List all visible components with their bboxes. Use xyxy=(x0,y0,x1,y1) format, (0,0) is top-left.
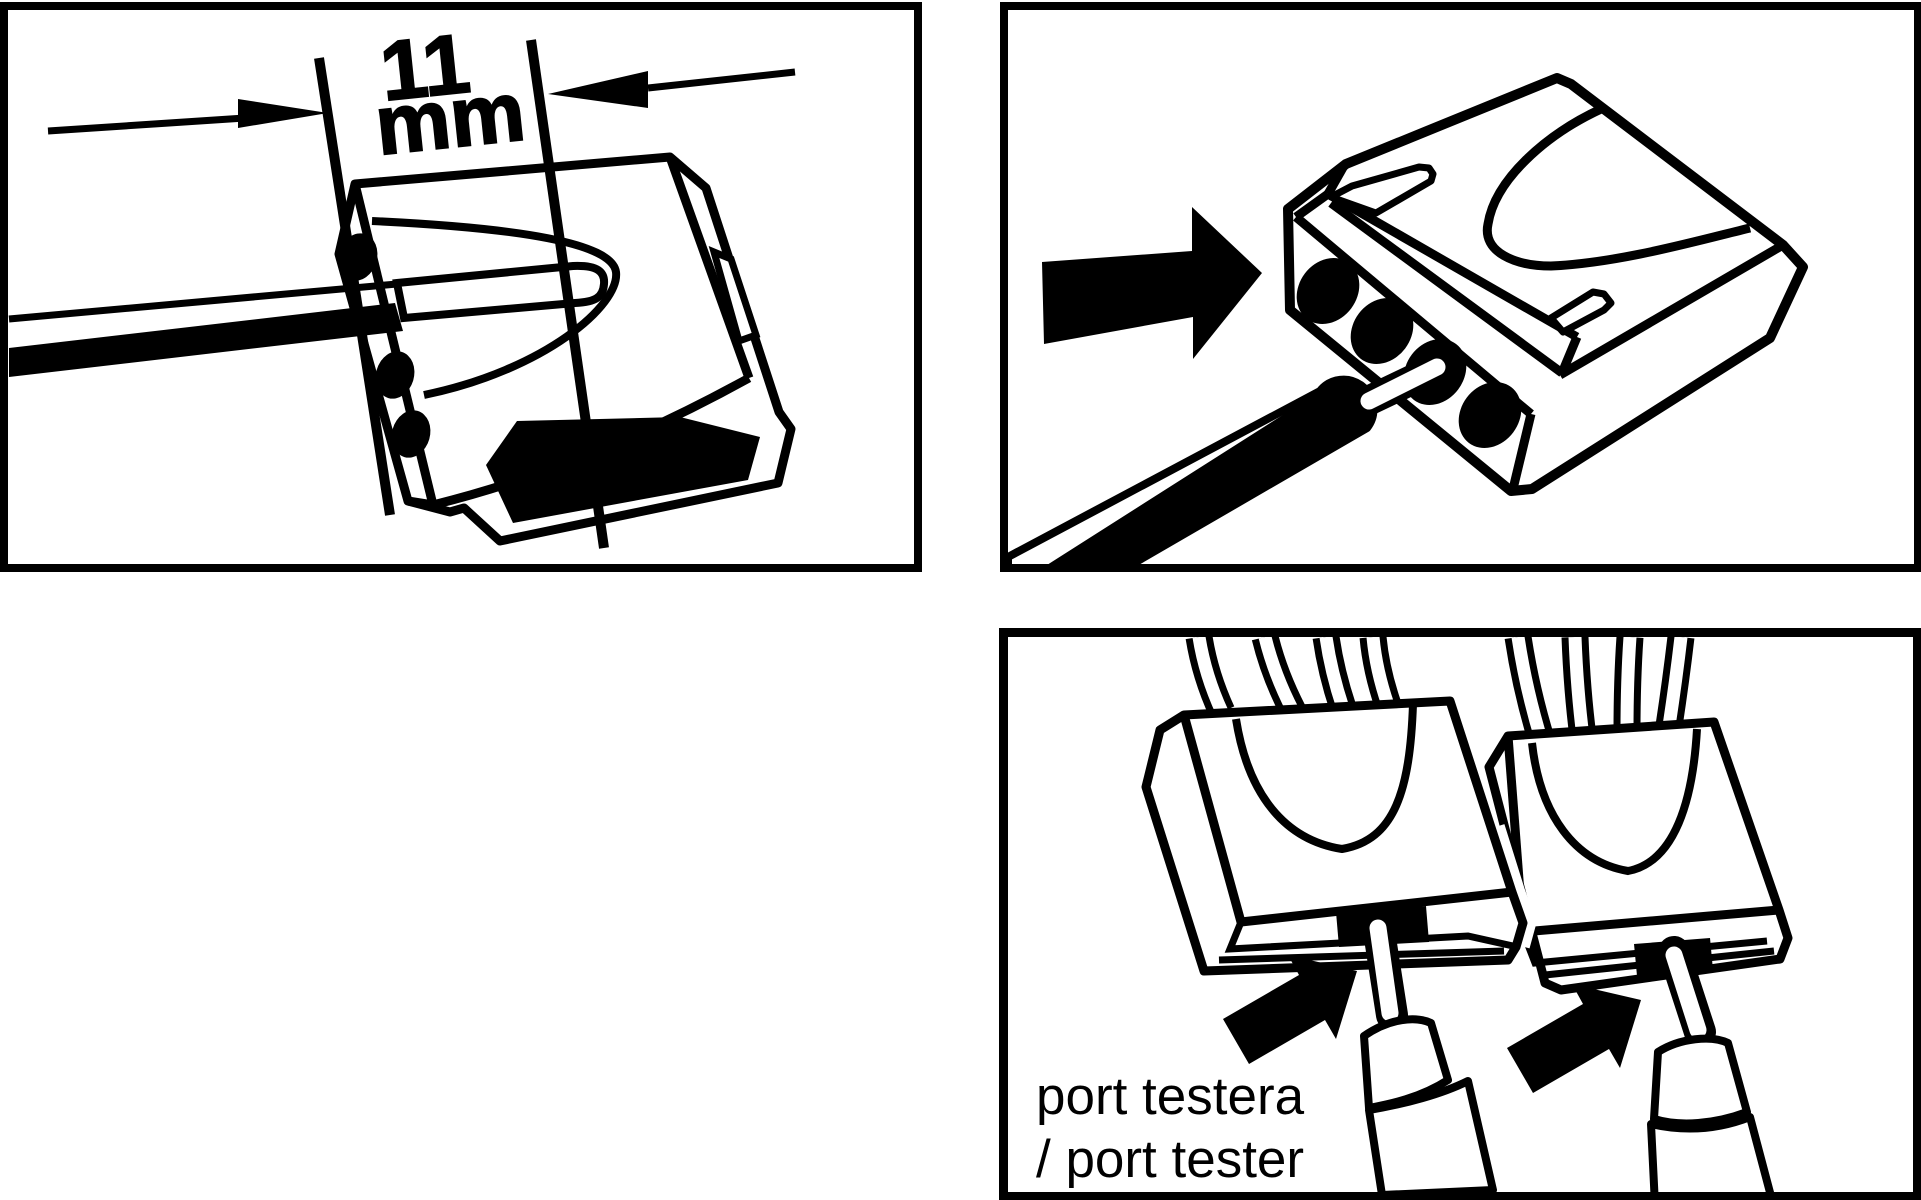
svg-text:/ port tester: / port tester xyxy=(1036,1130,1304,1189)
svg-text:mm: mm xyxy=(371,64,529,173)
svg-text:11: 11 xyxy=(376,16,474,119)
svg-text:port testera: port testera xyxy=(1036,1067,1305,1126)
